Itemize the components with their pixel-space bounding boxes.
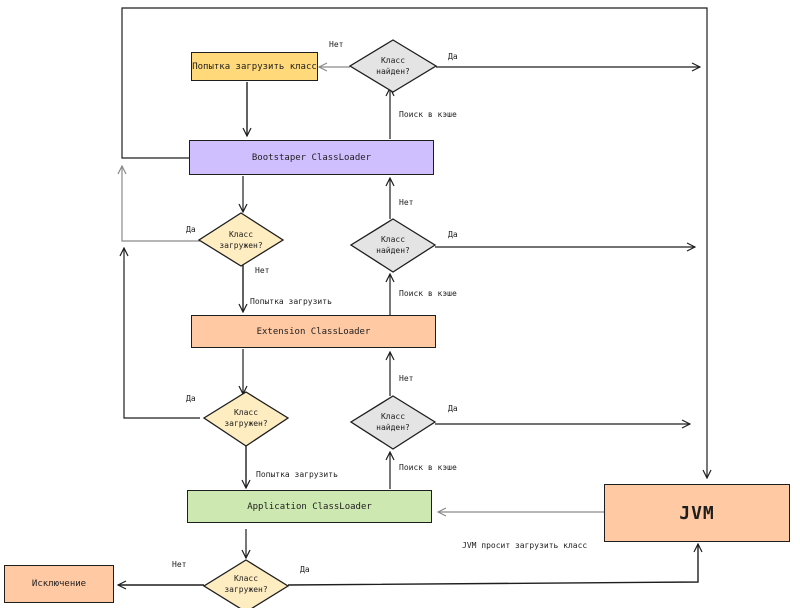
label-da-top: Да: [448, 52, 458, 61]
loop-bootstrap-to-jvm: [121, 7, 707, 478]
diamond-loaded-1-text: Класс загружен?: [219, 230, 263, 250]
label-search-cache-1: Поиск в кэше: [399, 110, 457, 119]
diamond-found-mid: [349, 218, 437, 273]
diamond-found-top: [348, 39, 438, 93]
diamond-found-top-text: Класс найден?: [376, 56, 410, 76]
label-da-loaded-1: Да: [186, 225, 196, 234]
label-search-cache-2: Поиск в кэше: [399, 289, 457, 298]
label-da-low: Да: [448, 404, 458, 413]
label-da-loaded-2: Да: [186, 394, 196, 403]
label-net-mid: Нет: [399, 198, 414, 207]
label-da-mid: Да: [448, 230, 458, 239]
arrow-loaded3-yes: [287, 544, 698, 586]
label-attempt-1: Попытка загрузить: [250, 297, 332, 306]
label-net-top: Нет: [329, 40, 344, 49]
arrow-loaded2-yes: [124, 248, 200, 419]
label-jvm-request: JVM просит загрузить класс: [462, 541, 588, 550]
box-extension-classloader: Extension ClassLoader: [191, 315, 436, 348]
diamond-found-mid-text: Класс найден?: [376, 235, 410, 255]
diamond-loaded-2: [202, 391, 290, 447]
label-net-low: Нет: [399, 374, 414, 383]
label-attempt-2: Попытка загрузить: [256, 470, 338, 479]
diamond-loaded-3: [202, 559, 290, 608]
diamond-loaded-3-text: Класс загружен?: [224, 574, 268, 594]
label-search-cache-3: Поиск в кэше: [399, 463, 457, 472]
diamond-loaded-2-text: Класс загружен?: [224, 408, 268, 428]
box-jvm: JVM: [604, 484, 790, 542]
arrow-loaded1-yes: [122, 166, 200, 242]
label-da-loaded-3: Да: [300, 565, 310, 574]
label-net-loaded-1: Нет: [255, 266, 270, 275]
box-application-classloader: Application ClassLoader: [187, 490, 432, 523]
diamond-loaded-1: [197, 212, 285, 267]
box-bootstrap-classloader: Bootstaper ClassLoader: [189, 140, 434, 175]
label-net-loaded-3: Нет: [172, 560, 187, 569]
diamond-found-low: [349, 395, 437, 450]
box-exception: Исключение: [4, 565, 114, 603]
box-attempt-load: Попытка загрузить класс: [191, 52, 318, 81]
diamond-found-low-text: Класс найден?: [376, 412, 410, 432]
